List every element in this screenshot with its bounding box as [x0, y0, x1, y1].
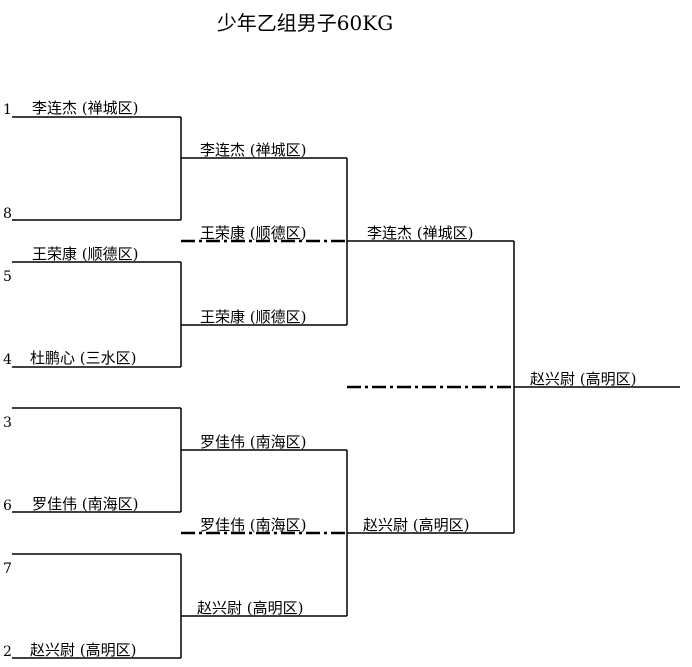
- seed-numbers: 1 8 5 4 3 6 7 2: [3, 102, 12, 660]
- seed-number: 8: [3, 206, 12, 222]
- competitor-name: 王荣康 (顺德区): [32, 245, 138, 263]
- competitor-name: 赵兴尉 (高明区): [363, 516, 469, 534]
- competitor-name: 李连杰 (禅城区): [367, 224, 473, 242]
- competitor-name: 赵兴尉 (高明区): [197, 599, 303, 617]
- competitor-name: 赵兴尉 (高明区): [30, 641, 136, 659]
- seed-number: 3: [3, 415, 12, 431]
- semifinal-loser-names: 王荣康 (顺德区) 罗佳伟 (南海区): [200, 224, 306, 534]
- seed-number: 7: [3, 561, 12, 577]
- seed-number: 5: [3, 269, 12, 285]
- competitor-name: 罗佳伟 (南海区): [200, 433, 306, 451]
- competitor-name: 王荣康 (顺德区): [200, 224, 306, 242]
- competitor-name: 王荣康 (顺德区): [200, 308, 306, 326]
- competitor-name: 罗佳伟 (南海区): [32, 495, 138, 513]
- seed-number: 2: [3, 644, 12, 660]
- champion-name: 赵兴尉 (高明区): [530, 370, 636, 388]
- seed-number: 4: [3, 352, 12, 368]
- round3-names: 李连杰 (禅城区) 赵兴尉 (高明区): [363, 224, 473, 534]
- competitor-name: 李连杰 (禅城区): [200, 141, 306, 159]
- seed-number: 6: [3, 498, 12, 514]
- dashdot-lines: [181, 239, 514, 535]
- seed-number: 1: [3, 102, 12, 118]
- competitor-name: 李连杰 (禅城区): [32, 99, 138, 117]
- bracket-title: 少年乙组男子60KG: [217, 11, 393, 35]
- round2-names: 李连杰 (禅城区) 王荣康 (顺德区) 罗佳伟 (南海区) 赵兴尉 (高明区): [197, 141, 306, 617]
- bracket-lines: [12, 116, 680, 659]
- competitor-name: 罗佳伟 (南海区): [200, 516, 306, 534]
- round1-names: 李连杰 (禅城区) 王荣康 (顺德区) 杜鹏心 (三水区) 罗佳伟 (南海区) …: [30, 99, 138, 659]
- competitor-name: 杜鹏心 (三水区): [30, 349, 136, 367]
